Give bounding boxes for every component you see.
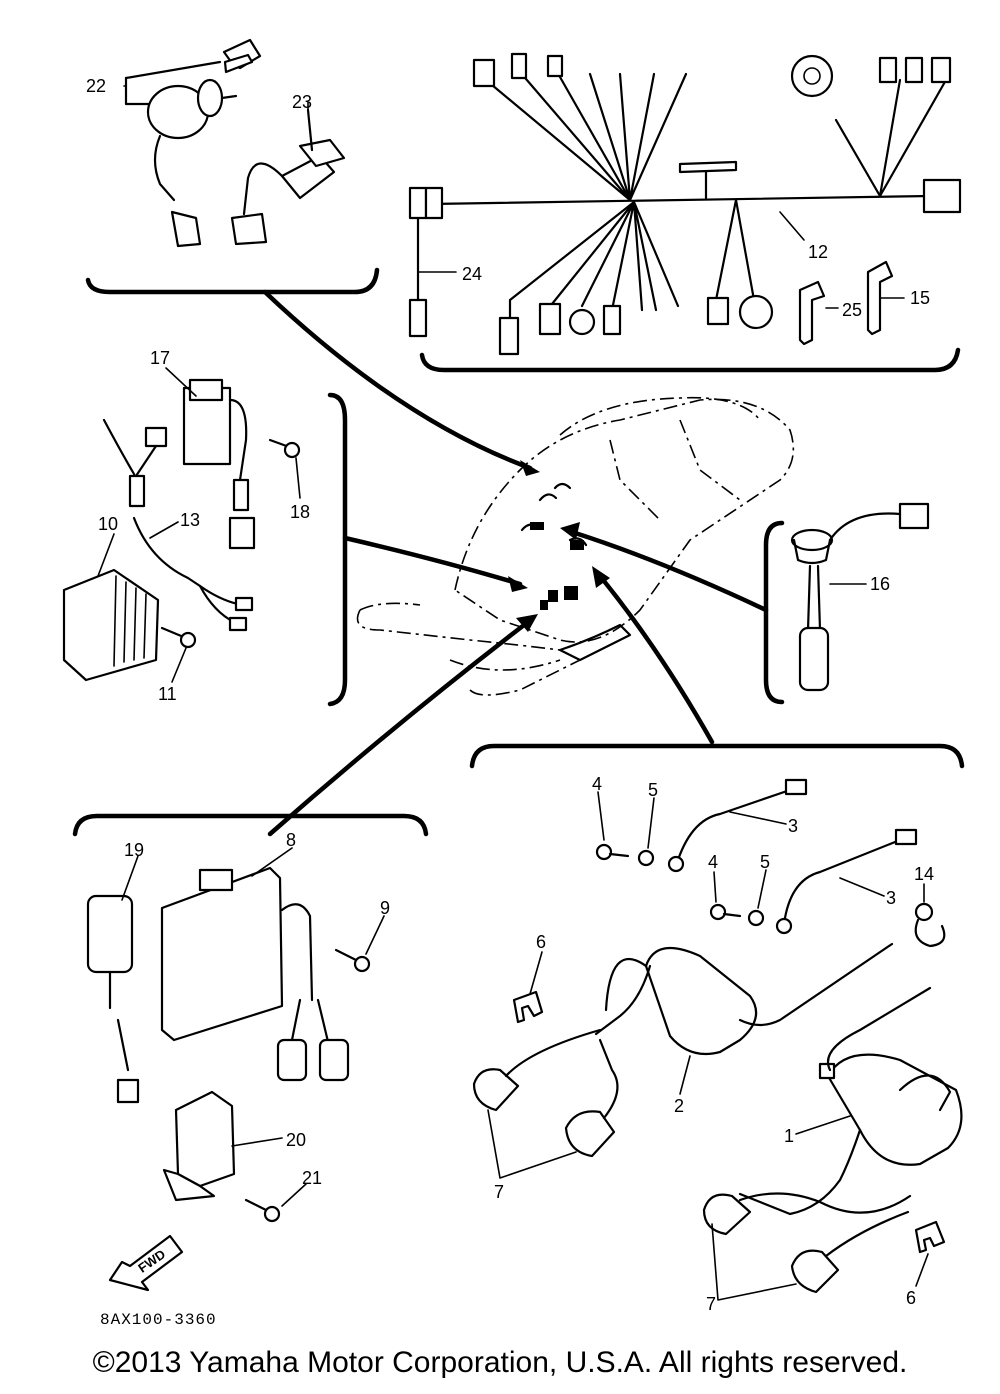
copyright-notice: ©2013 Yamaha Motor Corporation, U.S.A. A…	[92, 1346, 908, 1379]
bolt-11	[160, 626, 197, 649]
callout-5b: 5	[760, 852, 770, 872]
bracket-middle-left	[327, 392, 348, 707]
callout-7b: 7	[706, 1294, 716, 1314]
condenser-19	[86, 894, 140, 1104]
callout-14: 14	[914, 864, 934, 884]
screw-21	[244, 1198, 281, 1223]
callout-7a: 7	[494, 1182, 504, 1202]
rectifier-20	[162, 1090, 236, 1202]
callout-numbers: 22 23 12 24 25 15 17 18 13 10 11 16 19 8…	[86, 76, 934, 1314]
cdi-unit-8	[160, 866, 350, 1082]
capacitor-16	[790, 502, 930, 692]
callout-3a: 3	[788, 816, 798, 836]
plug-caps-7	[472, 1028, 912, 1294]
callout-8: 8	[286, 830, 296, 850]
callout-17: 17	[150, 348, 170, 368]
callout-25: 25	[842, 300, 862, 320]
screws-4-washers-5	[595, 843, 765, 927]
toggle-switch-assembly	[230, 108, 346, 246]
callout-5a: 5	[648, 780, 658, 800]
callout-12: 12	[808, 242, 828, 262]
callout-21: 21	[302, 1168, 322, 1188]
leads-3	[667, 778, 918, 935]
ignition-coil-1	[738, 986, 963, 1216]
callout-6b: 6	[906, 1288, 916, 1308]
callout-20: 20	[286, 1130, 306, 1150]
bracket-middle-right	[763, 520, 785, 705]
callout-24: 24	[462, 264, 482, 284]
callout-22: 22	[86, 76, 106, 96]
clamps-6	[512, 990, 946, 1254]
callout-10: 10	[98, 514, 118, 534]
callout-13: 13	[180, 510, 200, 530]
snowmobile-outline	[356, 396, 795, 696]
callout-19: 19	[124, 840, 144, 860]
callout-4b: 4	[708, 852, 718, 872]
diagram-code: 8AX100-3360	[100, 1311, 217, 1329]
bracket-top-left	[85, 267, 380, 295]
clip-14	[914, 902, 946, 948]
callout-9: 9	[380, 898, 390, 918]
bracket-bottom-right	[469, 743, 965, 769]
ignition-coil-2	[594, 942, 894, 1056]
regulator-10	[62, 568, 160, 682]
relay-assembly	[102, 378, 256, 550]
bolt-9	[334, 948, 371, 973]
bracket-bottom-left	[72, 813, 429, 837]
callout-1: 1	[784, 1126, 794, 1146]
callout-11: 11	[158, 684, 177, 704]
wire-lead-13	[132, 516, 254, 632]
callout-3b: 3	[886, 888, 896, 908]
main-switch-assembly	[124, 38, 262, 248]
bracket-top-right	[419, 347, 961, 373]
callout-4a: 4	[592, 774, 602, 794]
callout-16: 16	[870, 574, 890, 594]
fwd-arrow	[108, 1234, 184, 1292]
callout-6a: 6	[536, 932, 546, 952]
bolt-18	[268, 438, 301, 459]
callout-23: 23	[292, 92, 312, 112]
wire-harness	[408, 52, 962, 356]
callout-2: 2	[674, 1096, 684, 1116]
callout-18: 18	[290, 502, 310, 522]
callout-15: 15	[910, 288, 930, 308]
leader-lines	[262, 289, 769, 837]
callout-leaders	[97, 85, 929, 1301]
